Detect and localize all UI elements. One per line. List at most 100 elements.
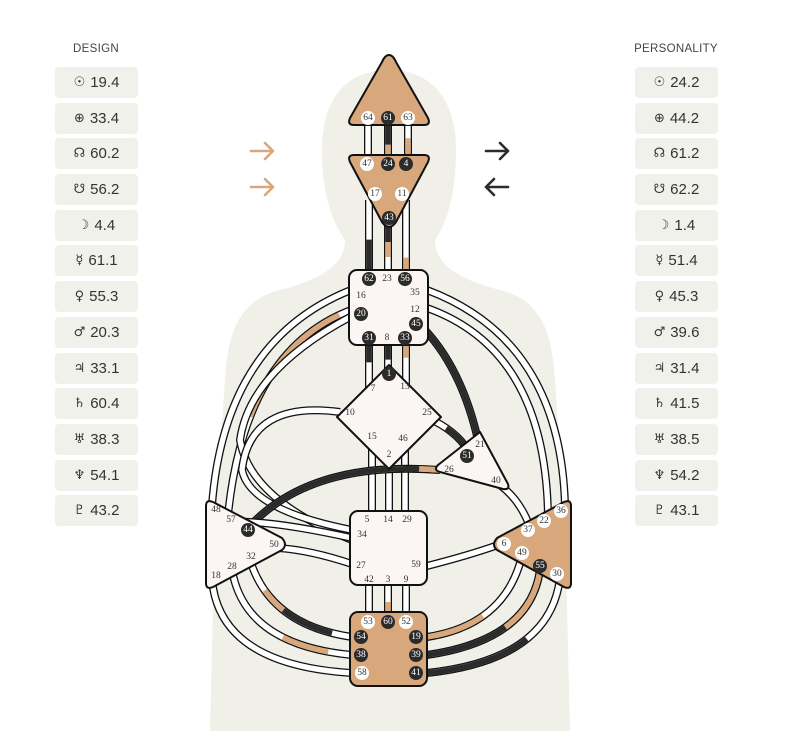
gate-50[interactable]: 50: [269, 540, 279, 550]
gate-57[interactable]: 57: [226, 515, 236, 525]
center-spleen[interactable]: 48 57 44 50 32 28 18: [205, 500, 286, 589]
gate-27[interactable]: 27: [356, 561, 366, 571]
gate-53[interactable]: 53: [361, 615, 375, 629]
gate-60[interactable]: 60: [381, 615, 395, 629]
gate-16[interactable]: 16: [356, 291, 366, 301]
design-earth-row[interactable]: ⊕33.4: [55, 102, 138, 134]
design-neptune-row[interactable]: ♆54.1: [55, 459, 138, 491]
gate-61[interactable]: 61: [381, 111, 395, 125]
design-mars-row[interactable]: ♂20.3: [55, 316, 138, 348]
personality-jupiter-row[interactable]: ♃31.4: [635, 352, 718, 384]
gate-55[interactable]: 55: [533, 559, 547, 573]
gate-20[interactable]: 20: [354, 307, 368, 321]
gate-29[interactable]: 29: [402, 515, 412, 525]
channel-35-36[interactable]: [425, 286, 569, 506]
gate-2[interactable]: 2: [387, 450, 392, 460]
personality-earth-row[interactable]: ⊕44.2: [635, 102, 718, 134]
gate-11[interactable]: 11: [395, 187, 409, 201]
gate-3[interactable]: 3: [386, 575, 391, 585]
gate-36[interactable]: 36: [554, 504, 568, 518]
gate-49[interactable]: 49: [515, 546, 529, 560]
design-uranus-row[interactable]: ♅38.3: [55, 423, 138, 455]
gate-23[interactable]: 23: [382, 274, 392, 284]
gate-42[interactable]: 42: [364, 575, 374, 585]
channel-19-49[interactable]: [426, 555, 526, 641]
design-jupiter-row[interactable]: ♃33.1: [55, 352, 138, 384]
personality-north-node-row[interactable]: ☊61.2: [635, 138, 718, 170]
gate-18[interactable]: 18: [211, 571, 221, 581]
gate-34[interactable]: 34: [357, 530, 367, 540]
channel-16-48[interactable]: [208, 286, 353, 506]
channel-38-28[interactable]: [228, 569, 353, 659]
gate-25[interactable]: 25: [422, 408, 432, 418]
gate-6[interactable]: 6: [497, 537, 511, 551]
personality-south-node-row[interactable]: ☋62.2: [635, 174, 718, 206]
gate-30[interactable]: 30: [550, 567, 564, 581]
gate-7[interactable]: 7: [371, 384, 376, 394]
gate-32[interactable]: 32: [246, 552, 256, 562]
gate-62[interactable]: 62: [362, 272, 376, 286]
gate-54[interactable]: 54: [354, 630, 368, 644]
gate-4[interactable]: 4: [399, 157, 413, 171]
gate-15[interactable]: 15: [367, 432, 377, 442]
channel-45-21[interactable]: [422, 327, 482, 441]
gate-28[interactable]: 28: [227, 562, 237, 572]
channel-41-30[interactable]: [426, 577, 564, 677]
gate-14[interactable]: 14: [383, 515, 393, 525]
gate-5[interactable]: 5: [365, 515, 370, 525]
design-mercury-row[interactable]: ☿61.1: [55, 245, 138, 277]
personality-uranus-row[interactable]: ♅38.5: [635, 423, 718, 455]
design-pluto-row[interactable]: ♇43.2: [55, 495, 138, 527]
gate-44[interactable]: 44: [241, 523, 255, 537]
gate-9[interactable]: 9: [404, 575, 409, 585]
gate-35[interactable]: 35: [410, 288, 420, 298]
channel-12-22[interactable]: [425, 304, 552, 516]
gate-37[interactable]: 37: [521, 523, 535, 537]
gate-33[interactable]: 33: [398, 331, 412, 345]
gate-40[interactable]: 40: [491, 476, 501, 486]
design-venus-row[interactable]: ♀55.3: [55, 281, 138, 313]
gate-59[interactable]: 59: [411, 560, 421, 570]
gate-38[interactable]: 38: [354, 648, 368, 662]
gate-56[interactable]: 56: [398, 272, 412, 286]
design-sun-row[interactable]: ☉19.4: [55, 67, 138, 98]
gate-8[interactable]: 8: [385, 333, 390, 343]
design-saturn-row[interactable]: ♄60.4: [55, 388, 138, 420]
gate-1[interactable]: 1: [382, 367, 396, 381]
gate-13[interactable]: 13: [400, 382, 410, 392]
personality-neptune-row[interactable]: ♆54.2: [635, 459, 718, 491]
design-moon-row[interactable]: ☽4.4: [55, 209, 138, 241]
gate-31[interactable]: 31: [362, 331, 376, 345]
gate-39[interactable]: 39: [409, 648, 423, 662]
personality-pluto-row[interactable]: ♇43.1: [635, 495, 718, 527]
channel-54-32[interactable]: [246, 558, 353, 641]
gate-17[interactable]: 17: [368, 187, 382, 201]
design-north-node-row[interactable]: ☊60.2: [55, 138, 138, 170]
design-south-node-row[interactable]: ☋56.2: [55, 174, 138, 206]
gate-45[interactable]: 45: [409, 317, 423, 331]
personality-mercury-row[interactable]: ☿51.4: [635, 245, 718, 277]
gate-51[interactable]: 51: [460, 449, 474, 463]
channel-59-6[interactable]: [426, 541, 500, 570]
personality-mars-row[interactable]: ♂39.6: [635, 316, 718, 348]
personality-moon-row[interactable]: ☽1.4: [635, 209, 718, 241]
channel-10-20[interactable]: [237, 406, 353, 534]
gate-47[interactable]: 47: [360, 157, 374, 171]
gate-10[interactable]: 10: [345, 408, 355, 418]
channel-58-18[interactable]: [208, 579, 353, 677]
gate-48[interactable]: 48: [211, 505, 221, 515]
gate-26[interactable]: 26: [444, 465, 454, 475]
channel-39-55[interactable]: [426, 569, 544, 659]
gate-58[interactable]: 58: [355, 666, 369, 680]
gate-22[interactable]: 22: [537, 514, 551, 528]
channel-26-44[interactable]: [245, 464, 441, 531]
gate-41[interactable]: 41: [409, 666, 423, 680]
personality-saturn-row[interactable]: ♄41.5: [635, 388, 718, 420]
